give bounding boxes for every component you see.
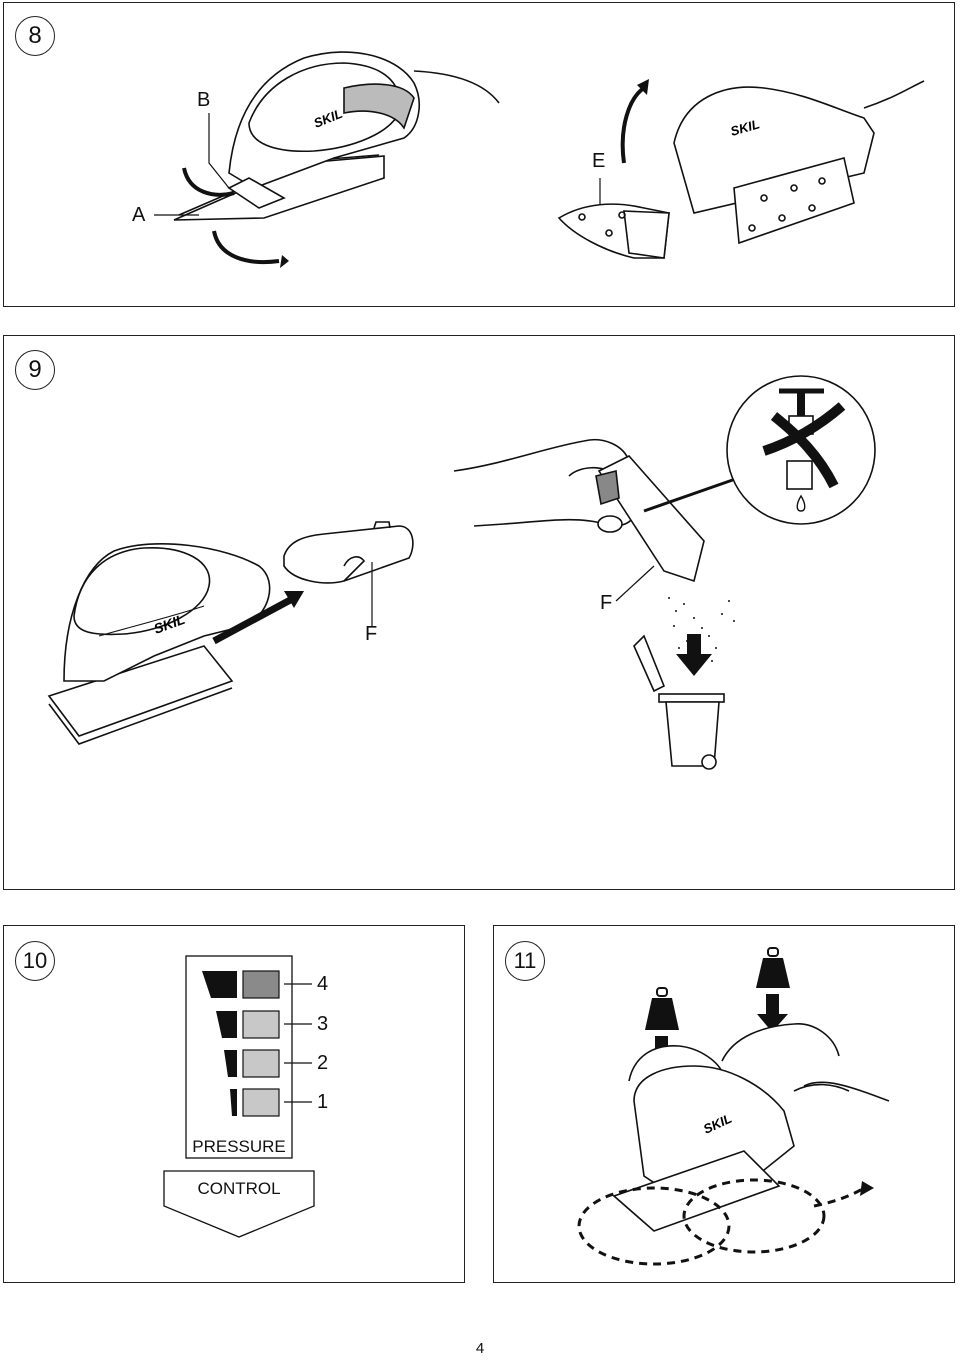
dust-bag-open-illustration [595,455,705,583]
figure-8-illustration: SKIL SKIL [154,51,925,268]
pressure-level-2-label: 2 [317,1052,329,1074]
no-water-icon [726,375,876,525]
motion-path-icon [577,1178,865,1266]
control-label: CONTROL [197,1179,281,1198]
pressure-level-1-label: 1 [317,1091,329,1113]
pressure-control-diagram [163,955,315,1238]
hand-illustration [453,439,635,533]
pressure-level-4-label: 4 [317,973,329,995]
pressure-wedge-4 [202,971,237,998]
figure-number-11: 11 [505,941,545,981]
motion-arrowhead-icon [860,1181,874,1196]
pressure-level-4-indicator [242,970,280,999]
figure-number-8: 8 [15,16,55,56]
pressure-level-1-indicator [242,1088,280,1117]
callout-b: B [197,89,211,111]
figure-9-panel: SKIL [3,335,955,890]
page-number: 4 [475,1340,485,1357]
figure-9-illustration: SKIL [47,375,876,770]
pressure-label: PRESSURE [192,1137,286,1156]
callout-line-f2 [615,565,655,602]
callout-a: A [132,204,146,226]
figure-11-illustration: SKIL [577,947,890,1266]
figure-number-10: 10 [15,941,55,981]
sander-flipped-illustration [673,80,925,245]
figure-11-panel: SKIL 11 [493,925,955,1283]
sander-illustration [47,543,271,745]
weight-icon-right [756,947,790,1032]
pressure-level-2-indicator [242,1049,280,1078]
pressure-wedge-1 [230,1089,237,1116]
down-arrow-icon [676,634,712,676]
level-leader-lines [284,983,312,1103]
dust-bag-illustration [283,521,414,584]
sander-with-hands-illustration [612,1023,890,1232]
sanding-pad-illustration [557,203,670,259]
pointer-line [643,474,745,513]
callout-f-hand: F [600,592,613,614]
pressure-level-3-indicator [242,1010,280,1039]
figure-8-panel: SKIL SKIL [3,2,955,307]
insert-arrow-icon [212,591,304,645]
sander-illustration [173,51,500,221]
pressure-wedge-2 [224,1050,237,1077]
dust-particles [668,597,735,662]
pressure-level-3-label: 3 [317,1013,329,1035]
trash-bin-icon [633,634,725,770]
callout-f-bag: F [365,623,378,645]
figure-number-9: 9 [15,350,55,390]
callout-e: E [592,150,606,172]
figure-10-panel: 10 4 3 2 1 PRESSURE CONTROL [3,925,465,1283]
callout-lines-8 [154,113,601,216]
control-arrow-shape [163,1170,315,1238]
rotate-arrow-icons [182,86,646,265]
pressure-wedge-3 [216,1011,237,1038]
